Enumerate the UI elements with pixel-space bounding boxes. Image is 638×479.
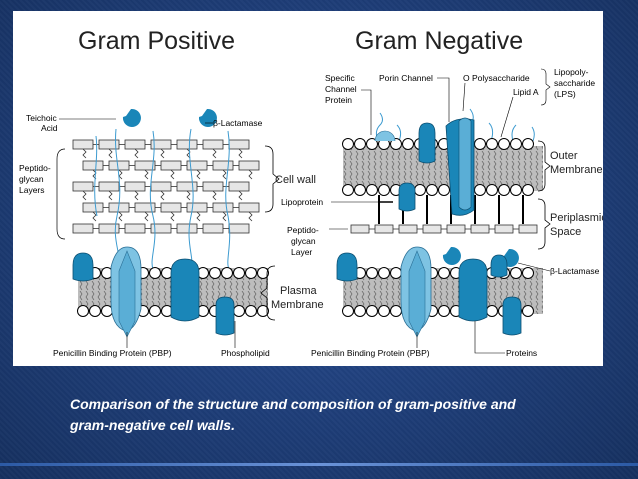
caption-line-2: gram-negative cell walls. xyxy=(70,415,610,436)
label-gp-pbp: Penicillin Binding Protein (PBP) xyxy=(53,348,172,358)
label-lipid-a: Lipid A xyxy=(513,87,539,97)
label-periplasmic-1: Periplasmic xyxy=(550,212,603,224)
diagram-panel: Gram Positive Gram Negative xyxy=(13,11,603,366)
gp-beta-lactamase-shape-1 xyxy=(123,109,141,127)
label-porin-channel: Porin Channel xyxy=(379,73,433,83)
label-proteins: Proteins xyxy=(506,348,537,358)
label-cell-wall: Cell wall xyxy=(275,174,316,186)
gn-outer-membrane xyxy=(343,139,544,196)
label-teichoic-1: Teichoic xyxy=(26,113,57,123)
caption-line-1: Comparison of the structure and composit… xyxy=(70,394,610,415)
label-specific-channel-2: Channel xyxy=(325,84,357,94)
label-lps-1: Lipopoly- xyxy=(554,67,589,77)
label-plasma-membrane-1: Plasma xyxy=(280,285,318,297)
label-gn-pbp: Penicillin Binding Protein (PBP) xyxy=(311,348,430,358)
label-gn-peptidoglycan-2: glycan xyxy=(291,236,316,246)
cell-wall-diagram: Gram Positive Gram Negative xyxy=(13,11,603,366)
label-lps-3: (LPS) xyxy=(554,89,576,99)
label-o-polysaccharide: O Polysaccharide xyxy=(463,73,530,83)
bottom-accent-line xyxy=(0,463,638,466)
label-gn-peptidoglycan-3: Layer xyxy=(291,247,312,257)
title-gram-negative: Gram Negative xyxy=(355,27,523,55)
label-specific-channel-3: Protein xyxy=(325,95,352,105)
gp-peptidoglycan-layers xyxy=(73,140,259,233)
label-outer-membrane-1: Outer xyxy=(550,150,578,162)
title-gram-positive: Gram Positive xyxy=(78,27,235,55)
label-peptidoglycan-1: Peptido- xyxy=(19,163,51,173)
label-lps-2: saccharide xyxy=(554,78,595,88)
label-teichoic-2: Acid xyxy=(41,123,58,133)
label-peptidoglycan-2: glycan xyxy=(19,174,44,184)
figure-caption: Comparison of the structure and composit… xyxy=(70,394,610,436)
label-outer-membrane-2: Membrane xyxy=(550,164,603,176)
label-phospholipid: Phospholipid xyxy=(221,348,270,358)
label-gn-peptidoglycan-1: Peptido- xyxy=(287,225,319,235)
label-gp-beta-lactamase: β-Lactamase xyxy=(213,118,263,128)
gn-peptidoglycan-layer xyxy=(351,225,537,233)
label-plasma-membrane-2: Membrane xyxy=(271,299,324,311)
label-peptidoglycan-3: Layers xyxy=(19,185,45,195)
label-lipoprotein: Lipoprotein xyxy=(281,197,323,207)
label-periplasmic-2: Space xyxy=(550,226,581,238)
label-specific-channel-1: Specific xyxy=(325,73,356,83)
label-gn-beta-lactamase: β-Lactamase xyxy=(550,266,600,276)
